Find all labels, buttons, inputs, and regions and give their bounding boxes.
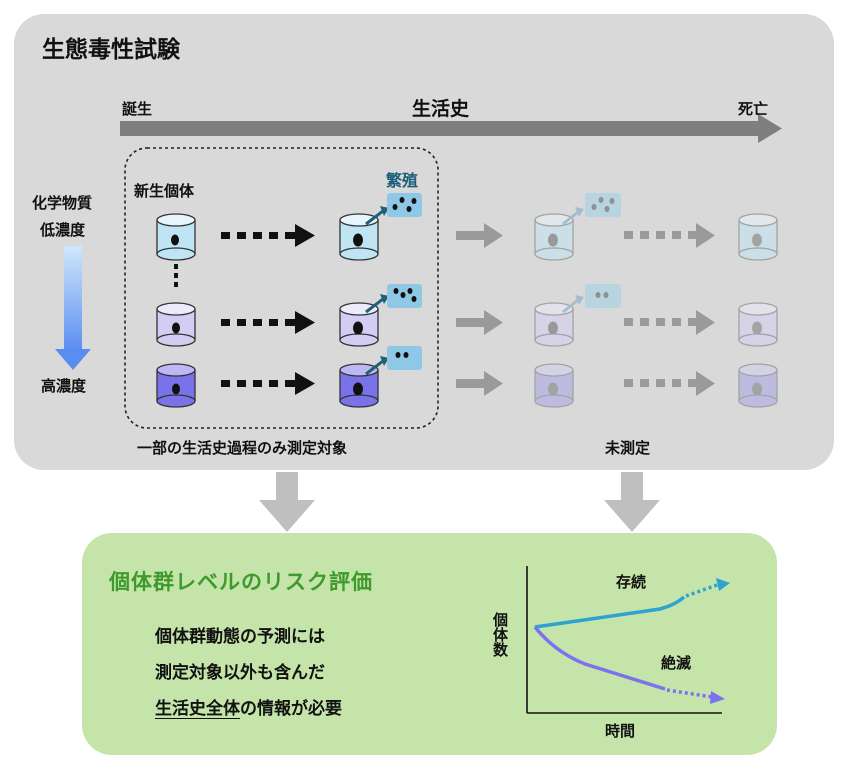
chemical-label: 化学物質 <box>32 194 93 212</box>
survive-dotted <box>685 583 718 598</box>
chart-y-label: 個体数 <box>491 612 509 657</box>
offspring-bubble-low <box>365 193 422 226</box>
beaker-faded-high <box>534 363 574 408</box>
population-chart <box>526 566 730 714</box>
measured-region-box <box>124 147 439 429</box>
dotted-arrow-1 <box>221 224 315 247</box>
population-risk-panel <box>82 533 777 755</box>
measured-caption: 一部の生活史過程のみ測定対象 <box>137 439 348 457</box>
timeline-start-label: 誕生 <box>122 100 153 118</box>
extinct-series-label: 絶滅 <box>661 654 692 672</box>
unmeasured-caption: 未測定 <box>605 439 651 457</box>
gray-arrow-row2 <box>456 310 503 335</box>
beaker-grown-mid <box>339 302 379 347</box>
gray-arrow-row1 <box>456 223 503 248</box>
beaker-new-low <box>156 213 196 261</box>
survive-arrowhead <box>716 578 730 591</box>
lifehistory-timeline-arrow <box>120 114 782 143</box>
low-concentration-label: 低濃度 <box>40 221 86 239</box>
beaker-grown-low <box>339 213 379 261</box>
beaker-new-mid <box>156 302 196 347</box>
ecotoxicity-test-title: 生態毒性試験 <box>42 37 180 63</box>
beaker-end-low <box>738 213 778 261</box>
beaker-faded-mid <box>534 284 621 347</box>
beaker-end-high <box>738 363 778 408</box>
body-line-3: 生活史全体の情報が必要 <box>155 694 342 719</box>
extinct-arrowhead <box>710 691 725 704</box>
dotted-gray-arrow-row2 <box>624 310 715 335</box>
row-high-concentration <box>156 346 778 408</box>
row-low-concentration <box>156 193 778 261</box>
chart-x-label: 時間 <box>605 722 636 740</box>
timeline-end-label: 死亡 <box>738 100 769 118</box>
reproduction-label: 繁殖 <box>386 171 419 190</box>
extinct-dotted <box>666 688 713 699</box>
new-individual-label: 新生個体 <box>134 182 195 200</box>
down-arrow-left <box>259 472 315 532</box>
row-ellipsis-dots <box>174 264 178 287</box>
beaker-end-mid <box>738 302 778 347</box>
dotted-arrow-3 <box>221 372 315 395</box>
body-line-3-rest: の情報が必要 <box>240 699 342 719</box>
body-line-2: 測定対象以外も含んだ <box>155 663 325 683</box>
risk-assessment-title: 個体群レベルのリスク評価 <box>109 570 373 594</box>
gray-arrow-row3 <box>456 371 503 396</box>
high-concentration-label: 高濃度 <box>41 377 87 395</box>
survive-line <box>534 595 686 629</box>
beaker-new-high <box>156 363 196 408</box>
dotted-gray-arrow-row3 <box>624 371 715 396</box>
offspring-bubble-high <box>365 346 422 376</box>
row-mid-concentration <box>156 284 778 347</box>
dotted-arrow-2 <box>221 311 315 334</box>
survive-series-label: 存続 <box>616 573 647 591</box>
beaker-faded-low <box>534 193 621 261</box>
dotted-gray-arrow-row1 <box>624 223 715 248</box>
down-arrow-right <box>604 472 660 532</box>
body-line-1: 個体群動態の予測には <box>155 627 325 647</box>
timeline-center-label: 生活史 <box>412 98 470 120</box>
offspring-bubble-mid <box>365 284 422 314</box>
extinct-line <box>533 625 666 691</box>
lifehistory-whole-underlined: 生活史全体 <box>155 699 240 719</box>
concentration-gradient-arrow <box>55 246 91 370</box>
